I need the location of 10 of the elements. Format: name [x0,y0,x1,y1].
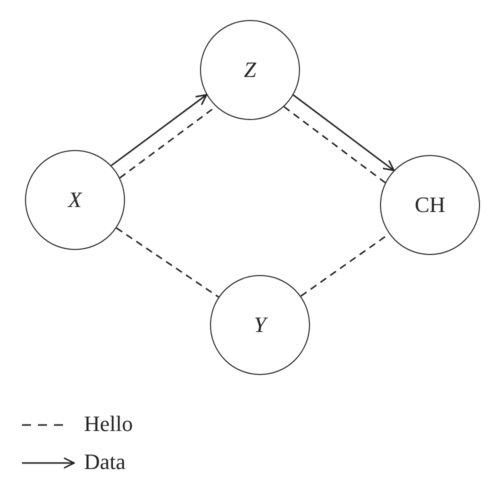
arrow [110,94,208,166]
connector-line [284,106,386,184]
node-label: CH [414,192,446,218]
connector-line [116,227,219,298]
node-label: Z [244,57,256,83]
legend-text: Hello [84,411,133,437]
legend-text: Data [84,449,126,475]
arrow [292,94,395,172]
node-label: X [68,187,82,213]
node-label: Y [254,312,266,338]
